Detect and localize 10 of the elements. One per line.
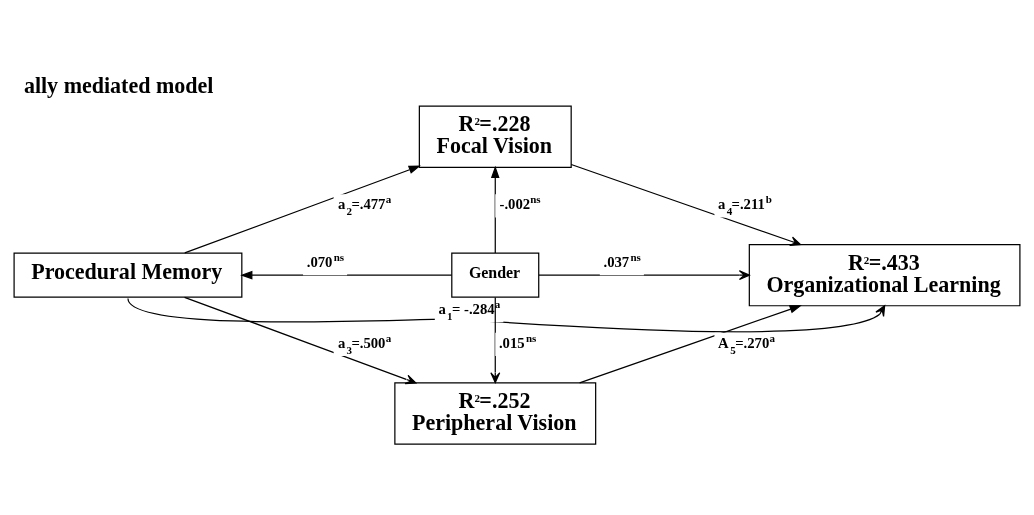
edge-label: a$_{1}$= -.284$^{a}$	[438, 297, 501, 322]
diagram-title: ally mediated model	[23, 72, 214, 98]
edge-label: a$_{3}$=.500$^{a}$	[337, 331, 392, 355]
edge-label: a$_{2}$=.477$^{a}$	[337, 192, 392, 217]
edge-label: a$_{4}$=.211$^{b}$	[718, 192, 772, 217]
edge-label: .037$^{ns}$	[603, 250, 641, 270]
edge-label: .015$^{ns}$	[498, 331, 537, 350]
edge-label: .070$^{ns}$	[306, 250, 345, 270]
edge-label: A$_{5}$=.270$^{a}$	[718, 331, 776, 355]
edge-label: -.002$^{ns}$	[499, 192, 541, 212]
